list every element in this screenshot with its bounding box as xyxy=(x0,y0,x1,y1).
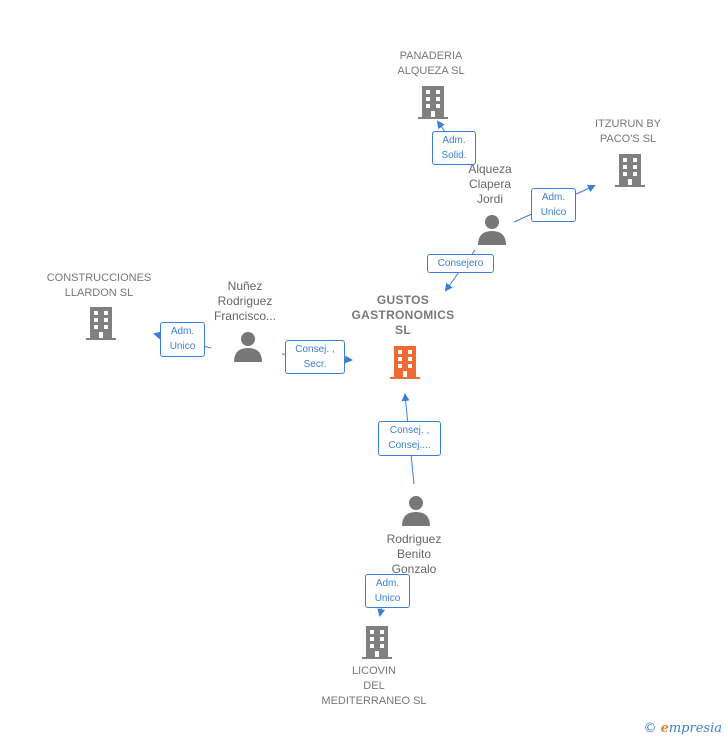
alqueza-person-label[interactable]: Alqueza Clapera Jordi xyxy=(468,162,512,206)
edge-label-adm-unico-itzurun[interactable]: Adm. Unico xyxy=(531,188,576,222)
construcciones-label[interactable]: CONSTRUCCIONES LLARDON SL xyxy=(46,272,152,299)
brand-watermark: © empresia xyxy=(643,721,722,736)
rodriguez-person-label[interactable]: Rodriguez Benito Gonzalo xyxy=(386,532,442,576)
edge-label-consej-secr[interactable]: Consej. , Secr. xyxy=(285,340,345,374)
main-company-label[interactable]: GUSTOS GASTRONOMICS SL xyxy=(351,293,455,337)
nunez-person-label[interactable]: Nuñez Rodriguez Francisco... xyxy=(213,279,276,323)
edge-label-adm-unico-construcciones[interactable]: Adm. Unico xyxy=(160,322,205,357)
edge-label-adm-unico-licovin[interactable]: Adm. Unico xyxy=(365,574,410,608)
itzurun-building-icon[interactable] xyxy=(615,154,645,187)
panaderia-label[interactable]: PANADERIA ALQUEZA SL xyxy=(397,50,465,77)
construcciones-building-icon[interactable] xyxy=(86,307,116,340)
main-building-icon[interactable] xyxy=(390,346,420,379)
alqueza-person-icon[interactable] xyxy=(478,215,506,245)
rodriguez-person-icon[interactable] xyxy=(402,496,430,526)
edge-label-adm-solid[interactable]: Adm. Solid. xyxy=(432,131,476,165)
copyright-icon: © xyxy=(643,721,657,736)
licovin-label[interactable]: LICOVIN DEL MEDITERRANEO SL xyxy=(321,665,427,707)
panaderia-building-icon[interactable] xyxy=(418,86,448,119)
edge-label-consejero[interactable]: Consejero xyxy=(427,254,494,273)
edge-label-consej-consej[interactable]: Consej. , Consej.... xyxy=(378,421,441,456)
itzurun-label[interactable]: ITZURUN BY PACO'S SL xyxy=(595,118,661,145)
brand-name: mpresia xyxy=(668,721,722,736)
licovin-building-icon[interactable] xyxy=(362,626,392,659)
brand-e-letter: e xyxy=(660,721,669,736)
nunez-person-icon[interactable] xyxy=(234,332,262,362)
